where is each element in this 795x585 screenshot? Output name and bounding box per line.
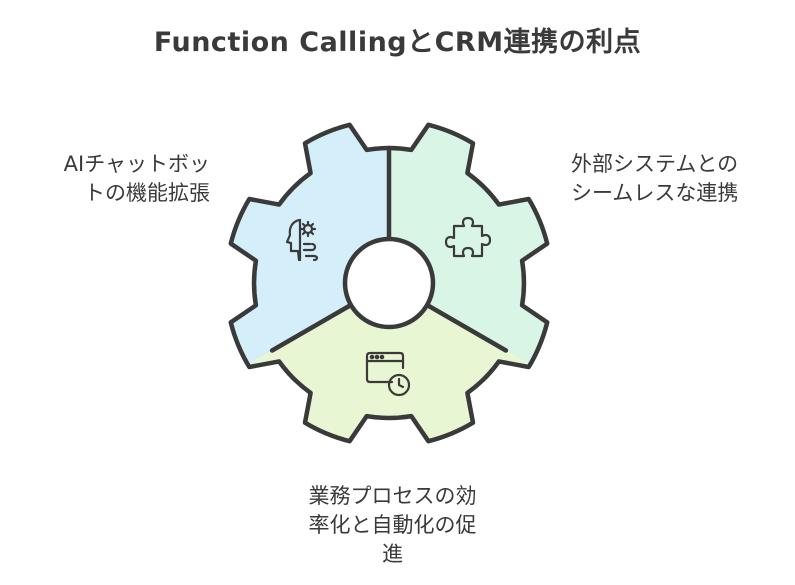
- gear-outline: [228, 122, 550, 444]
- divider-left: [269, 302, 354, 353]
- label-line: 進: [382, 542, 403, 566]
- browser-clock-icon: [365, 351, 411, 397]
- label-external-system: 外部システムとの シームレスな連携: [571, 150, 738, 208]
- label-business-process: 業務プロセスの効 率化と自動化の促 進: [240, 482, 545, 569]
- label-line: 率化と自動化の促: [308, 513, 477, 537]
- puzzle-piece-icon: [444, 216, 492, 258]
- label-line: AIチャットボッ: [63, 152, 210, 176]
- diagram-title: Function CallingとCRM連携の利点: [153, 27, 642, 58]
- label-line: トの機能拡張: [84, 181, 210, 205]
- divider-right: [424, 302, 509, 353]
- segment-ai-chatbot: [230, 124, 389, 413]
- segment-business-process: [230, 283, 548, 442]
- segment-external-system: [389, 124, 548, 413]
- label-ai-chatbot: AIチャットボッ トの機能拡張: [64, 150, 210, 208]
- label-line: 業務プロセスの効: [308, 484, 477, 508]
- gear-head-icon: [285, 218, 319, 262]
- center-hole: [342, 236, 436, 330]
- label-line: 外部システムとの: [571, 152, 739, 176]
- label-line: シームレスな連携: [571, 181, 739, 205]
